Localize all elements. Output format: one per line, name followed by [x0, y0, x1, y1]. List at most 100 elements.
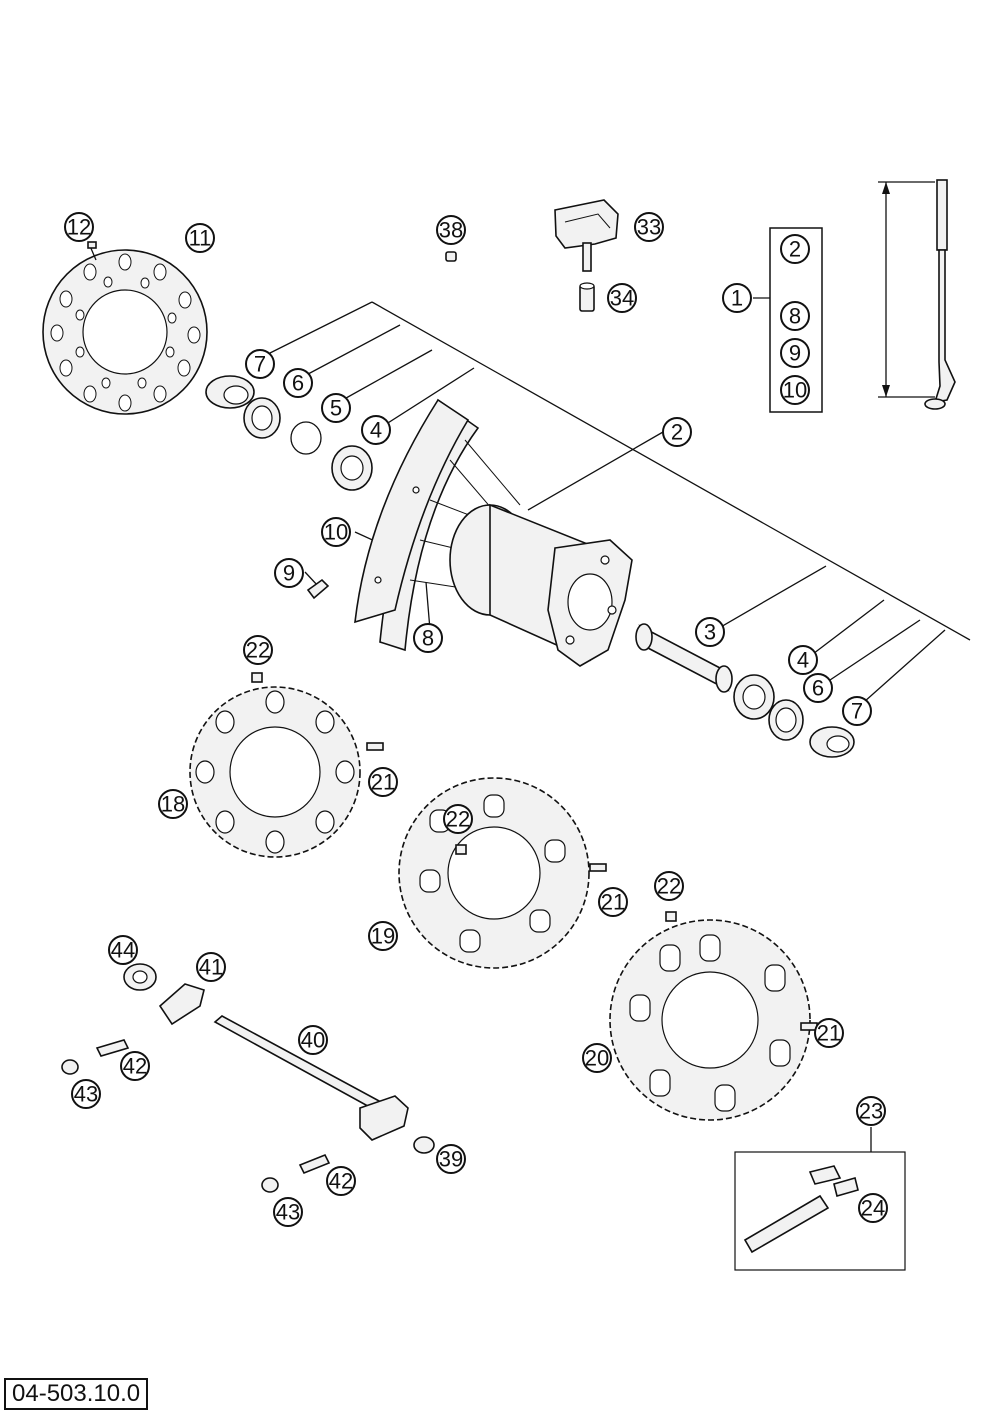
svg-text:7: 7 [254, 352, 266, 377]
kit-member-2: 2 [780, 234, 810, 264]
sprocket-nuts-part [251, 672, 677, 922]
svg-text:3: 3 [704, 620, 716, 645]
seal-right-part [768, 699, 804, 741]
callout-6-left: 6 [283, 368, 313, 398]
callout-23: 23 [856, 1096, 886, 1126]
svg-text:43: 43 [276, 1200, 300, 1225]
callout-4-right: 4 [788, 645, 818, 675]
callout-19: 19 [368, 921, 398, 951]
svg-text:21: 21 [817, 1021, 841, 1046]
callout-41: 41 [196, 952, 226, 982]
spoke-dimension [878, 181, 935, 398]
hub-part [449, 503, 633, 667]
adjust-screw-part [95, 1039, 331, 1175]
callout-44: 44 [108, 935, 138, 965]
rim-lock-nut-part [579, 282, 595, 312]
svg-text:9: 9 [789, 341, 801, 366]
kit-member-8: 8 [780, 301, 810, 331]
spacer-sleeve-part [635, 623, 733, 693]
bearing-right-part [733, 674, 775, 720]
callout-18: 18 [158, 789, 188, 819]
kit-member-9: 9 [780, 338, 810, 368]
svg-text:9: 9 [283, 561, 295, 586]
svg-text:21: 21 [601, 890, 625, 915]
leader-lines [265, 301, 971, 711]
svg-text:10: 10 [324, 520, 348, 545]
callout-6-right: 6 [803, 673, 833, 703]
valve-part [306, 578, 330, 600]
svg-text:18: 18 [161, 792, 185, 817]
callout-21-b: 21 [598, 887, 628, 917]
svg-text:22: 22 [446, 807, 470, 832]
bearing-left-part [331, 445, 373, 491]
svg-text:6: 6 [812, 676, 824, 701]
spoke-part [924, 179, 956, 410]
adjust-nut-part [61, 1059, 279, 1193]
callout-38: 38 [436, 215, 466, 245]
callout-33: 33 [634, 212, 664, 242]
spacer-right-part [809, 726, 855, 758]
circlip-part [290, 421, 322, 455]
svg-text:41: 41 [199, 955, 223, 980]
callout-42-a: 42 [120, 1051, 150, 1081]
sprocket-19-part [398, 777, 590, 969]
axle-spacer-part [413, 1136, 435, 1154]
svg-text:34: 34 [610, 286, 634, 311]
svg-text:20: 20 [585, 1046, 609, 1071]
callout-11: 11 [185, 223, 215, 253]
svg-text:2: 2 [789, 237, 801, 262]
callout-24: 24 [858, 1193, 888, 1223]
svg-text:42: 42 [329, 1169, 353, 1194]
svg-text:44: 44 [111, 938, 135, 963]
svg-text:19: 19 [371, 924, 395, 949]
svg-text:42: 42 [123, 1054, 147, 1079]
svg-text:10: 10 [783, 378, 807, 403]
callout-34: 34 [607, 283, 637, 313]
callout-3: 3 [695, 617, 725, 647]
svg-text:4: 4 [797, 648, 809, 673]
spacer-left-part [205, 375, 255, 409]
callout-1-kit: 1 [722, 283, 752, 313]
callout-4-left: 4 [361, 415, 391, 445]
svg-text:4: 4 [370, 418, 382, 443]
svg-text:6: 6 [292, 371, 304, 396]
svg-text:22: 22 [657, 874, 681, 899]
callout-7-right: 7 [842, 696, 872, 726]
brake-disc-part [42, 249, 208, 415]
svg-text:33: 33 [637, 215, 661, 240]
rim-part [354, 398, 480, 652]
callout-8: 8 [413, 623, 443, 653]
svg-text:39: 39 [439, 1147, 463, 1172]
callout-9: 9 [274, 558, 304, 588]
rim-lock-part [554, 199, 619, 272]
callout-43-a: 43 [71, 1079, 101, 1109]
drawing-number: 04-503.10.0 [4, 1378, 149, 1410]
callout-40: 40 [298, 1025, 328, 1055]
callout-12: 12 [64, 212, 94, 242]
svg-text:8: 8 [789, 304, 801, 329]
callout-20: 20 [582, 1043, 612, 1073]
svg-text:23: 23 [859, 1099, 883, 1124]
callout-21-a: 21 [368, 767, 398, 797]
svg-text:5: 5 [330, 396, 342, 421]
svg-text:38: 38 [439, 218, 463, 243]
callout-10: 10 [321, 517, 351, 547]
axle-part [213, 1015, 409, 1141]
callout-43-b: 43 [273, 1197, 303, 1227]
callout-42-b: 42 [326, 1166, 356, 1196]
callout-21-c: 21 [814, 1018, 844, 1048]
valve-cap-part [445, 251, 457, 262]
callout-22-a: 22 [243, 635, 273, 665]
sprocket-20-part [609, 919, 811, 1121]
kit-member-10: 10 [780, 375, 810, 405]
axle-nut-part [123, 963, 157, 991]
callout-5: 5 [321, 393, 351, 423]
svg-text:40: 40 [301, 1028, 325, 1053]
svg-text:21: 21 [371, 770, 395, 795]
svg-text:12: 12 [67, 215, 91, 240]
svg-text:2: 2 [671, 420, 683, 445]
callout-22-b: 22 [443, 804, 473, 834]
callout-7-left: 7 [245, 349, 275, 379]
callout-22-c: 22 [654, 871, 684, 901]
seal-left-part [243, 397, 281, 439]
